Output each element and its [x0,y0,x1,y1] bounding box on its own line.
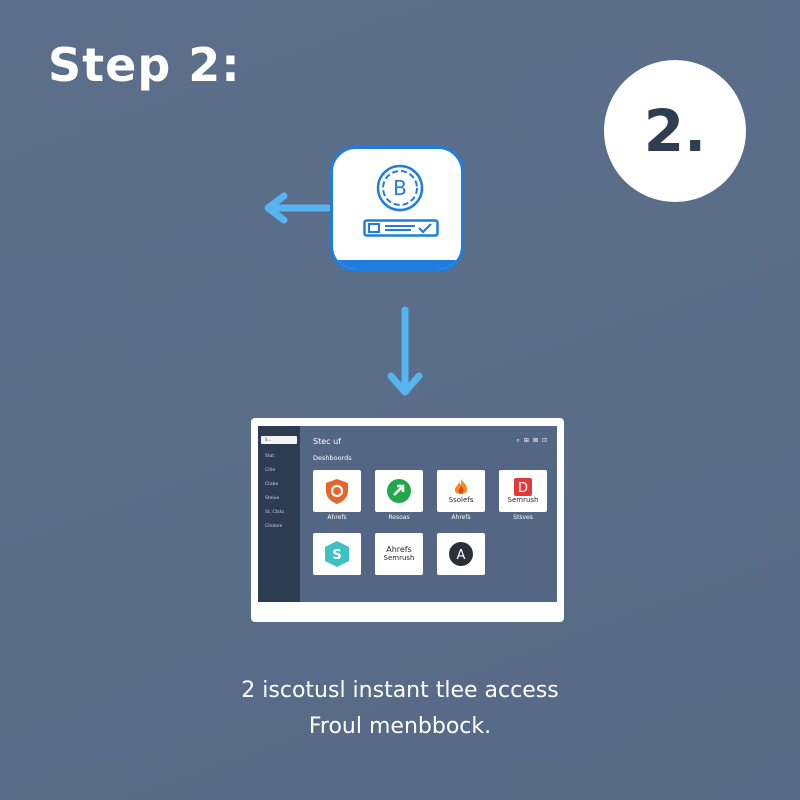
app-title: Stec uf [313,436,341,446]
grid-icon[interactable]: ⊞ [523,437,529,444]
sidebar-item[interactable]: Stelue [265,496,280,501]
app-window: S… Stat Citle Ctabe Stelue St. Ctstu Clt… [251,418,564,622]
tile-label: Semrush [383,554,415,562]
extension-icon-card[interactable]: B [330,146,464,272]
sidebar-item[interactable]: Stat [265,454,275,459]
shield-icon [326,479,348,504]
arrow-left-icon [264,192,330,224]
extension-logo-letter: B [393,176,407,200]
d-icon: D [514,477,532,496]
step-number-badge: 2. [604,60,746,202]
step-heading: Step 2: [48,38,241,92]
a-icon-letter: A [457,548,466,563]
close-icon[interactable]: ⊠ [532,437,538,444]
arrow-circle-icon [387,479,411,503]
sidebar-search-input[interactable]: S… [261,436,297,444]
tile-caption: Resoas [388,514,410,521]
tile-label: Ahrefs [386,545,412,554]
caption-line-1: 2 iscotusl instant tlee access [241,678,559,703]
arrow-down-icon [387,306,423,396]
tile-caption: Stsves [513,514,533,521]
app-main-panel: Stec uf ⌕ ⊞ ⊠ ⊡ Deshboords [300,426,557,602]
tool-tile[interactable]: Ahrefs [313,470,361,523]
a-icon: A [449,542,473,566]
tile-caption: Ahrefs [327,514,347,521]
flame-icon [454,478,468,494]
extension-logo-icon: B [376,164,424,212]
sidebar-item[interactable]: St. Ctstu [265,510,285,515]
tool-tile[interactable]: Resoas [375,470,423,523]
caption-line-2: Froul menbbock. [308,714,492,739]
sidebar-item[interactable]: Citle [265,468,276,473]
section-label: Deshboords [313,454,352,462]
sidebar-item[interactable]: Cltolore [265,524,283,529]
tile-caption: Ahrefs [451,514,471,521]
tile-label: Ssolefs [448,495,474,504]
tool-tile[interactable]: D Semrush Stsves [499,470,547,523]
tool-tile[interactable]: A [437,533,485,575]
tool-tile[interactable]: Ssolefs Ahrefs [437,470,485,523]
extension-toolbar-icon [363,219,439,237]
tool-tile[interactable]: S [313,533,361,575]
search-icon[interactable]: ⌕ [516,437,520,444]
extension-card-accent [333,260,461,269]
s-icon: S [325,541,349,567]
svg-text:D: D [518,481,528,496]
tool-tile[interactable]: Ahrefs Semrush [375,533,423,575]
app-sidebar: S… Stat Citle Ctabe Stelue St. Ctstu Clt… [258,426,300,602]
tile-label: Semrush [507,495,539,504]
s-icon-letter: S [332,548,341,563]
sidebar-item[interactable]: Ctabe [265,482,279,487]
window-icon[interactable]: ⊡ [541,437,547,444]
